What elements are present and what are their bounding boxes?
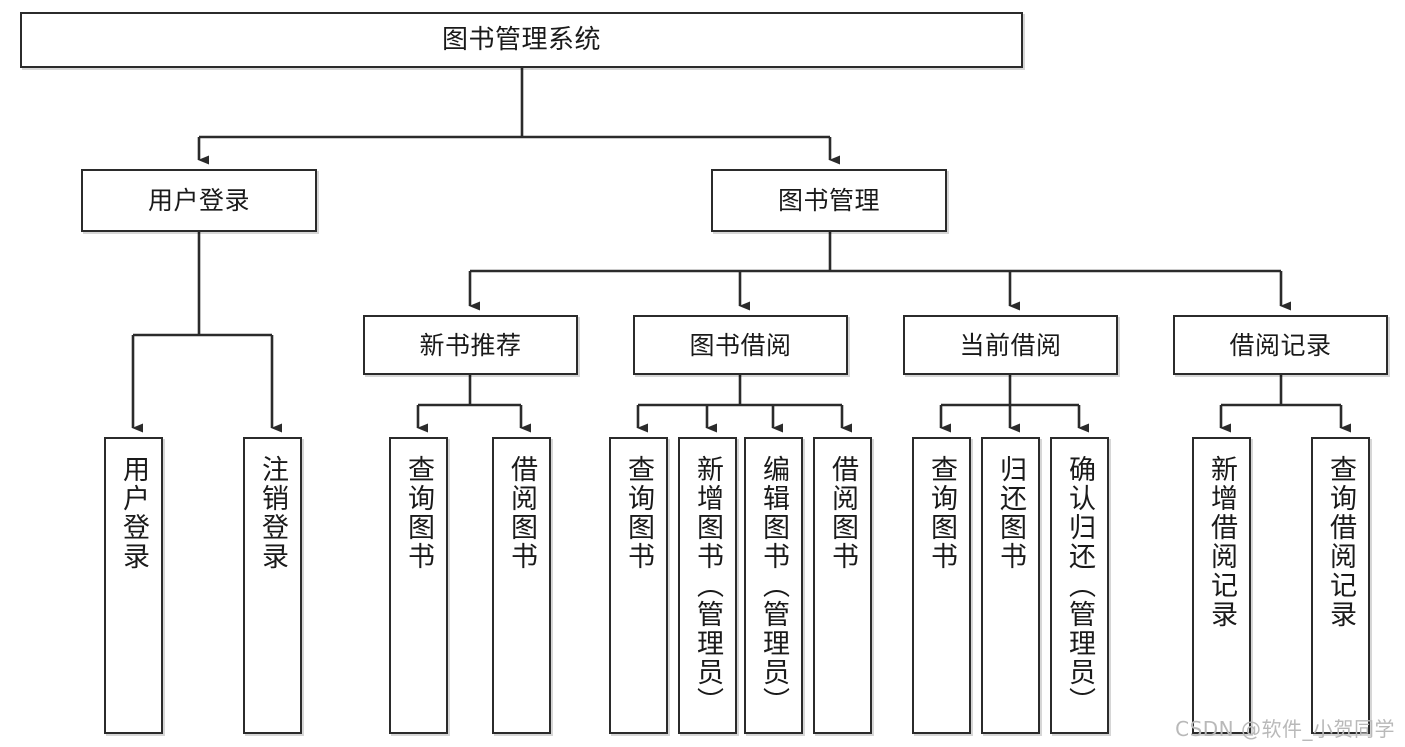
leaf-borrow-record-query[interactable]: 查询借阅记录 [1311, 437, 1370, 734]
node-book-management[interactable]: 图书管理 [711, 169, 947, 232]
leaf-new-book-query-label: 查询图书 [403, 455, 434, 571]
leaf-user-login-signout[interactable]: 注销登录 [243, 437, 302, 734]
leaf-user-login-signin[interactable]: 用户登录 [104, 437, 163, 734]
leaf-book-borrow-lend-label: 借阅图书 [827, 455, 858, 571]
leaf-new-book-query[interactable]: 查询图书 [389, 437, 448, 734]
leaf-book-borrow-edit-label: 编辑图书（管理员） [758, 455, 789, 716]
node-current-borrow-label: 当前借阅 [959, 330, 1062, 360]
leaf-book-borrow-query-label: 查询图书 [623, 455, 654, 571]
node-root[interactable]: 图书管理系统 [20, 12, 1023, 68]
node-new-book-recommend[interactable]: 新书推荐 [363, 315, 578, 375]
leaf-borrow-record-query-label: 查询借阅记录 [1325, 455, 1356, 629]
node-new-book-recommend-label: 新书推荐 [419, 330, 522, 360]
leaf-book-borrow-add[interactable]: 新增图书（管理员） [678, 437, 737, 734]
leaf-borrow-record-add[interactable]: 新增借阅记录 [1192, 437, 1251, 734]
node-current-borrow[interactable]: 当前借阅 [903, 315, 1118, 375]
leaf-book-borrow-add-label: 新增图书（管理员） [692, 455, 723, 716]
node-book-management-label: 图书管理 [777, 186, 880, 215]
node-user-login-label: 用户登录 [147, 186, 250, 215]
leaf-new-book-borrow-label: 借阅图书 [506, 455, 537, 571]
leaf-new-book-borrow[interactable]: 借阅图书 [492, 437, 551, 734]
node-book-borrow[interactable]: 图书借阅 [633, 315, 848, 375]
leaf-borrow-record-add-label: 新增借阅记录 [1206, 455, 1237, 629]
node-borrow-record-label: 借阅记录 [1229, 330, 1332, 360]
leaf-book-borrow-query[interactable]: 查询图书 [609, 437, 668, 734]
leaf-current-borrow-return[interactable]: 归还图书 [981, 437, 1040, 734]
leaf-current-borrow-return-label: 归还图书 [995, 455, 1026, 571]
leaf-book-borrow-edit[interactable]: 编辑图书（管理员） [744, 437, 803, 734]
leaf-current-borrow-query[interactable]: 查询图书 [912, 437, 971, 734]
leaf-current-borrow-confirm[interactable]: 确认归还（管理员） [1050, 437, 1109, 734]
node-borrow-record[interactable]: 借阅记录 [1173, 315, 1388, 375]
leaf-user-login-signin-label: 用户登录 [118, 455, 149, 571]
leaf-book-borrow-lend[interactable]: 借阅图书 [813, 437, 872, 734]
leaf-current-borrow-query-label: 查询图书 [926, 455, 957, 571]
node-root-label: 图书管理系统 [441, 24, 601, 55]
node-user-login[interactable]: 用户登录 [81, 169, 317, 232]
leaf-current-borrow-confirm-label: 确认归还（管理员） [1064, 455, 1095, 716]
node-book-borrow-label: 图书借阅 [689, 330, 792, 360]
leaf-user-login-signout-label: 注销登录 [257, 455, 288, 571]
